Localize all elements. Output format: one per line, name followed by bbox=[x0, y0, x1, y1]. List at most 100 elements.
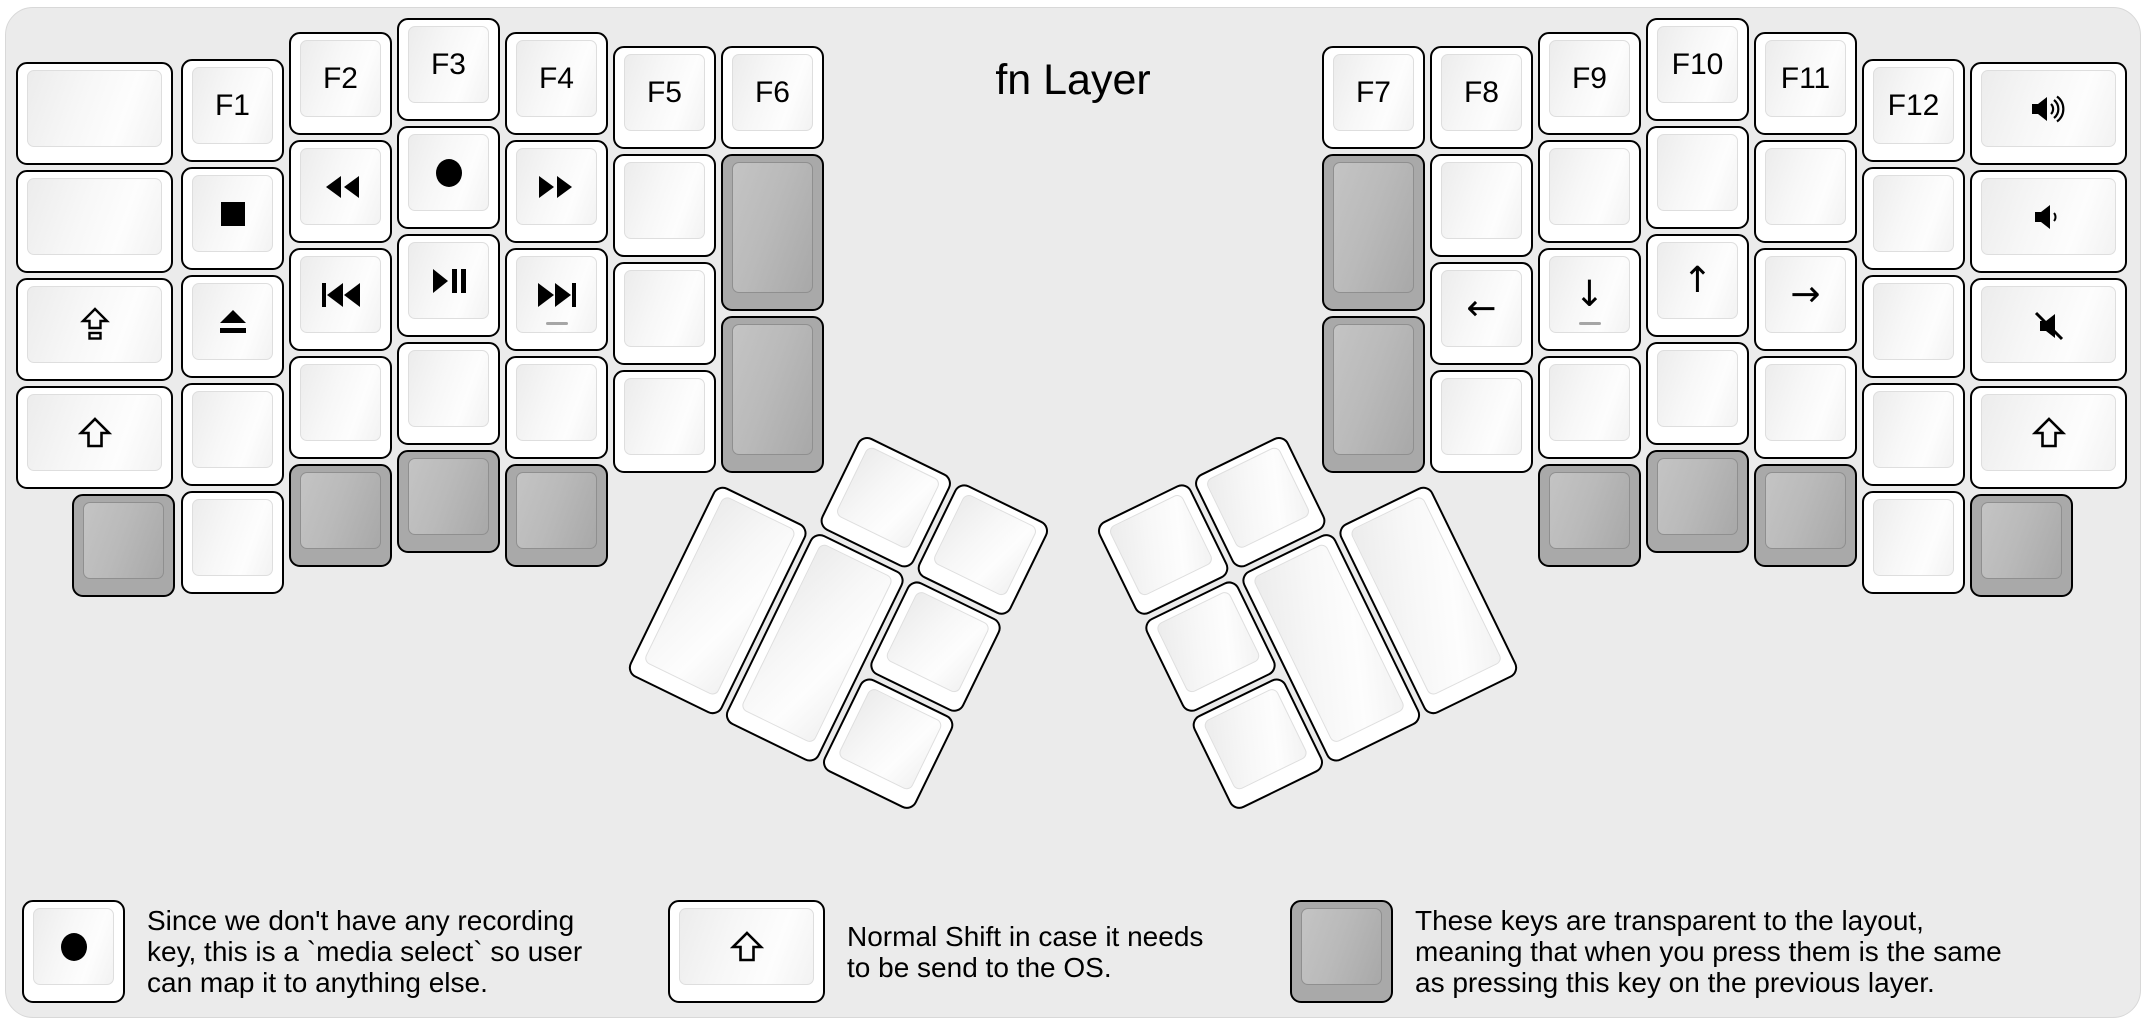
keycap-top bbox=[192, 499, 273, 576]
fast-forward-icon bbox=[537, 174, 577, 200]
keycap-top bbox=[516, 472, 597, 549]
keycap-top bbox=[1333, 162, 1414, 293]
transparent-key bbox=[1322, 154, 1425, 311]
mute-icon bbox=[2032, 309, 2066, 341]
stop-key bbox=[181, 167, 284, 270]
keycap-top bbox=[1657, 458, 1738, 535]
blank-key bbox=[16, 170, 173, 273]
key-label: F4 bbox=[538, 61, 574, 95]
keycap-top bbox=[192, 175, 273, 252]
keycap-top bbox=[834, 445, 942, 551]
blank-key bbox=[613, 262, 716, 365]
keycap-top: ↓ bbox=[1549, 256, 1630, 333]
keycap-top bbox=[1441, 162, 1522, 239]
transparent-key bbox=[72, 494, 175, 597]
keycap-top bbox=[931, 492, 1039, 598]
rewind-icon bbox=[321, 174, 361, 200]
shift-key bbox=[1970, 386, 2127, 489]
f6-key: F6 bbox=[721, 46, 824, 149]
keycap-top bbox=[408, 242, 489, 319]
keycap-top bbox=[1873, 283, 1954, 360]
keycap-top: F10 bbox=[1657, 26, 1738, 103]
blank-key bbox=[613, 370, 716, 473]
shift-icon bbox=[2031, 416, 2066, 449]
down-arrow-icon: ↓ bbox=[1574, 273, 1605, 315]
f11-key: F11 bbox=[1754, 32, 1857, 135]
volume-down-icon bbox=[2032, 202, 2066, 232]
keycap-top bbox=[408, 350, 489, 427]
keycap-top: ↑ bbox=[1657, 242, 1738, 319]
blank-key bbox=[181, 383, 284, 486]
keycap-top: F8 bbox=[1441, 54, 1522, 131]
keycap-top bbox=[192, 283, 273, 360]
keycap-top bbox=[300, 256, 381, 333]
legend-item-shift: Normal Shift in case it needs to be send… bbox=[668, 898, 1203, 1005]
up-arrow-icon: ↑ bbox=[1682, 259, 1713, 301]
blank-key bbox=[1646, 126, 1749, 229]
blank-key bbox=[289, 356, 392, 459]
keycap-top bbox=[408, 458, 489, 535]
legend-key-record bbox=[22, 900, 125, 1003]
record-key bbox=[397, 126, 500, 229]
key-label: F8 bbox=[1463, 75, 1499, 109]
keycap-top bbox=[27, 178, 162, 255]
blank-key bbox=[1430, 370, 1533, 473]
record-key bbox=[22, 900, 125, 1003]
keycap-top bbox=[1657, 350, 1738, 427]
right-arrow-icon: → bbox=[1790, 273, 1821, 315]
keycap-top bbox=[27, 394, 162, 471]
f3-key: F3 bbox=[397, 18, 500, 121]
f8-key: F8 bbox=[1430, 46, 1533, 149]
blank-key bbox=[1646, 342, 1749, 445]
arrow-right-key: → bbox=[1754, 248, 1857, 351]
legend-text-record: Since we don't have any recording key, t… bbox=[147, 905, 583, 998]
keycap-top: F12 bbox=[1873, 67, 1954, 144]
keycap-top bbox=[516, 148, 597, 225]
keycap-top bbox=[83, 502, 164, 579]
key-label: F9 bbox=[1571, 61, 1607, 95]
keycap-top bbox=[732, 162, 813, 293]
record-icon bbox=[59, 931, 89, 963]
keycap-top bbox=[1873, 499, 1954, 576]
blank-key bbox=[1430, 154, 1533, 257]
key-label: F1 bbox=[214, 88, 250, 122]
eject-key bbox=[181, 275, 284, 378]
f5-key: F5 bbox=[613, 46, 716, 149]
next-track-key bbox=[505, 248, 608, 351]
keycap-top bbox=[1301, 908, 1382, 985]
keycap-top bbox=[1981, 286, 2116, 363]
shift-key bbox=[16, 386, 173, 489]
f2-key: F2 bbox=[289, 32, 392, 135]
homing-bar bbox=[545, 322, 568, 325]
keycap-top: F3 bbox=[408, 26, 489, 103]
keycap-top: F4 bbox=[516, 40, 597, 117]
eject-icon bbox=[218, 309, 248, 335]
f1-key: F1 bbox=[181, 59, 284, 162]
keycap-top bbox=[516, 364, 597, 441]
keycap-top bbox=[1202, 686, 1309, 792]
f4-key: F4 bbox=[505, 32, 608, 135]
volume-up-key bbox=[1970, 62, 2127, 165]
keycap-top bbox=[1981, 394, 2116, 471]
keycap-top bbox=[300, 148, 381, 225]
keycap-top: F5 bbox=[624, 54, 705, 131]
keycap-top: F1 bbox=[192, 67, 273, 144]
f9-key: F9 bbox=[1538, 32, 1641, 135]
key-label: F5 bbox=[646, 75, 682, 109]
keycap-top bbox=[1765, 148, 1846, 225]
play-pause-icon bbox=[431, 267, 467, 295]
f7-key: F7 bbox=[1322, 46, 1425, 149]
keycap-top: F9 bbox=[1549, 40, 1630, 117]
key-label: F11 bbox=[1780, 61, 1831, 95]
keycap-top bbox=[300, 364, 381, 441]
rewind-key bbox=[289, 140, 392, 243]
caps-lock-key bbox=[16, 278, 173, 381]
keycap-top bbox=[624, 270, 705, 347]
blank-key bbox=[1754, 356, 1857, 459]
blank-key bbox=[1862, 383, 1965, 486]
transparent-key bbox=[1646, 450, 1749, 553]
transparent-key bbox=[721, 316, 824, 473]
keycap-top bbox=[1765, 364, 1846, 441]
blank-key bbox=[505, 356, 608, 459]
keycap-top: F11 bbox=[1765, 40, 1846, 117]
